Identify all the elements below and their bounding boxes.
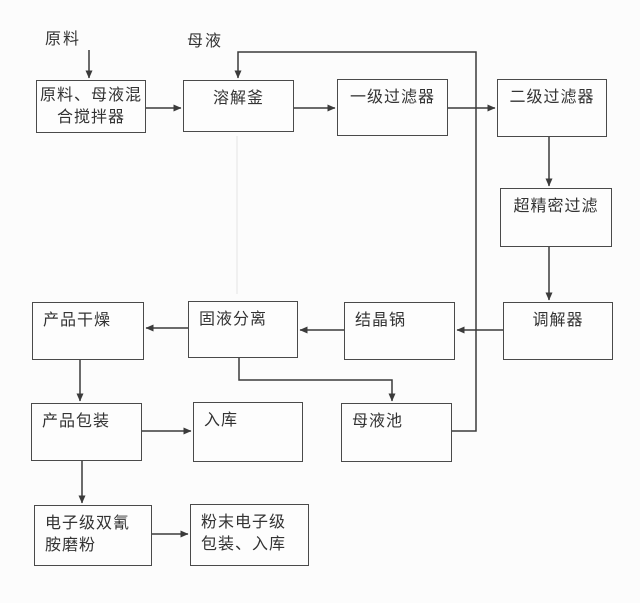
node-crystallizer-label: 结晶锅 <box>355 312 407 329</box>
node-mother-liquor-pool-label: 母液池 <box>352 413 404 430</box>
node-separator-label: 固液分离 <box>199 311 268 328</box>
node-filter1-label: 一级过滤器 <box>349 89 435 106</box>
node-ultra-filter: 超精密过滤 <box>500 188 612 247</box>
node-grinding: 电子级双氰 胺磨粉 <box>34 505 152 566</box>
node-packaging: 产品包装 <box>31 403 142 461</box>
node-mother-liquor-pool: 母液池 <box>341 403 452 462</box>
node-packaging-label: 产品包装 <box>42 413 111 430</box>
node-dissolver-label: 溶解釜 <box>212 90 264 107</box>
raw-material-label: 原料 <box>45 31 82 48</box>
node-regulator-label: 调解器 <box>532 312 584 329</box>
node-mixer: 原料、母液混 合搅拌器 <box>36 80 146 133</box>
edge-separator-to-mother-liquor-pool <box>238 358 396 402</box>
node-dissolver: 溶解釜 <box>183 80 294 132</box>
node-regulator: 调解器 <box>503 302 613 360</box>
node-warehouse: 入库 <box>193 402 303 462</box>
node-dryer-label: 产品干燥 <box>43 312 112 329</box>
edge-mother-liquor-pool-recycle-to-dissolver <box>234 51 477 432</box>
node-warehouse-label: 入库 <box>204 412 239 429</box>
node-filter2-label: 二级过滤器 <box>509 89 595 106</box>
node-ultra-filter-label: 超精密过滤 <box>513 198 599 215</box>
mother-liquor-label: 母液 <box>187 33 224 50</box>
node-filter1: 一级过滤器 <box>337 79 448 136</box>
node-mixer-label: 原料、母液混 合搅拌器 <box>39 87 142 126</box>
node-powder-packaging-label: 粉末电子级 包装、入库 <box>201 514 287 553</box>
node-separator: 固液分离 <box>188 301 298 358</box>
node-crystallizer: 结晶锅 <box>344 302 455 360</box>
node-powder-packaging: 粉末电子级 包装、入库 <box>190 504 309 566</box>
node-filter2: 二级过滤器 <box>497 79 607 137</box>
node-grinding-label: 电子级双氰 胺磨粉 <box>45 515 131 554</box>
node-dryer: 产品干燥 <box>32 302 144 360</box>
